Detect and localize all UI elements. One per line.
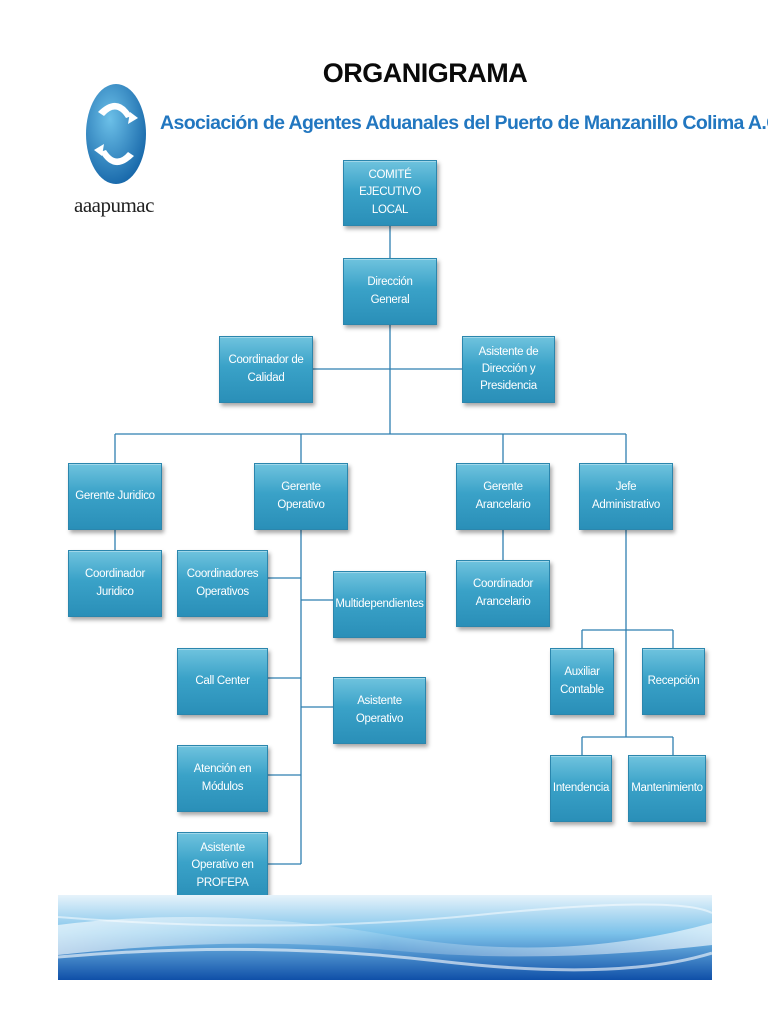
- node-atencion-modulos: Atención en Módulos: [177, 745, 268, 812]
- node-asistente-direccion: Asistente de Dirección y Presidencia: [462, 336, 555, 403]
- node-coordinador-calidad: Coordinador de Calidad: [219, 336, 313, 403]
- footer-wave-decoration: [58, 895, 712, 980]
- logo-wordmark: aaapumac: [74, 193, 154, 217]
- node-direccion-general: Dirección General: [343, 258, 437, 325]
- page-title: ORGANIGRAMA: [322, 58, 528, 88]
- node-gerente-operativo: Gerente Operativo: [254, 463, 348, 530]
- node-intendencia: Intendencia: [550, 755, 612, 822]
- node-gerente-arancelario: Gerente Arancelario: [456, 463, 550, 530]
- node-recepcion: Recepción: [642, 648, 705, 715]
- node-jefe-administrativo: Jefe Administrativo: [579, 463, 673, 530]
- node-coordinadores-operativos: Coordinadores Operativos: [177, 550, 268, 617]
- node-comite-ejecutivo: COMITÉ EJECUTIVO LOCAL: [343, 160, 437, 226]
- node-coordinador-juridico: Coordinador Juridico: [68, 550, 162, 617]
- node-mantenimiento: Mantenimiento: [628, 755, 706, 822]
- node-coordinador-arancelario: Coordinador Arancelario: [456, 560, 550, 627]
- node-gerente-juridico: Gerente Juridico: [68, 463, 162, 530]
- page-subtitle: Asociación de Agentes Aduanales del Puer…: [160, 112, 768, 134]
- node-multidependientes: Multidependientes: [333, 571, 426, 638]
- node-asistente-profepa: Asistente Operativo en PROFEPA: [177, 832, 268, 900]
- node-auxiliar-contable: Auxiliar Contable: [550, 648, 614, 715]
- aaapumac-logo-icon: [86, 84, 146, 184]
- node-call-center: Call Center: [177, 648, 268, 715]
- node-asistente-operativo: Asistente Operativo: [333, 677, 426, 744]
